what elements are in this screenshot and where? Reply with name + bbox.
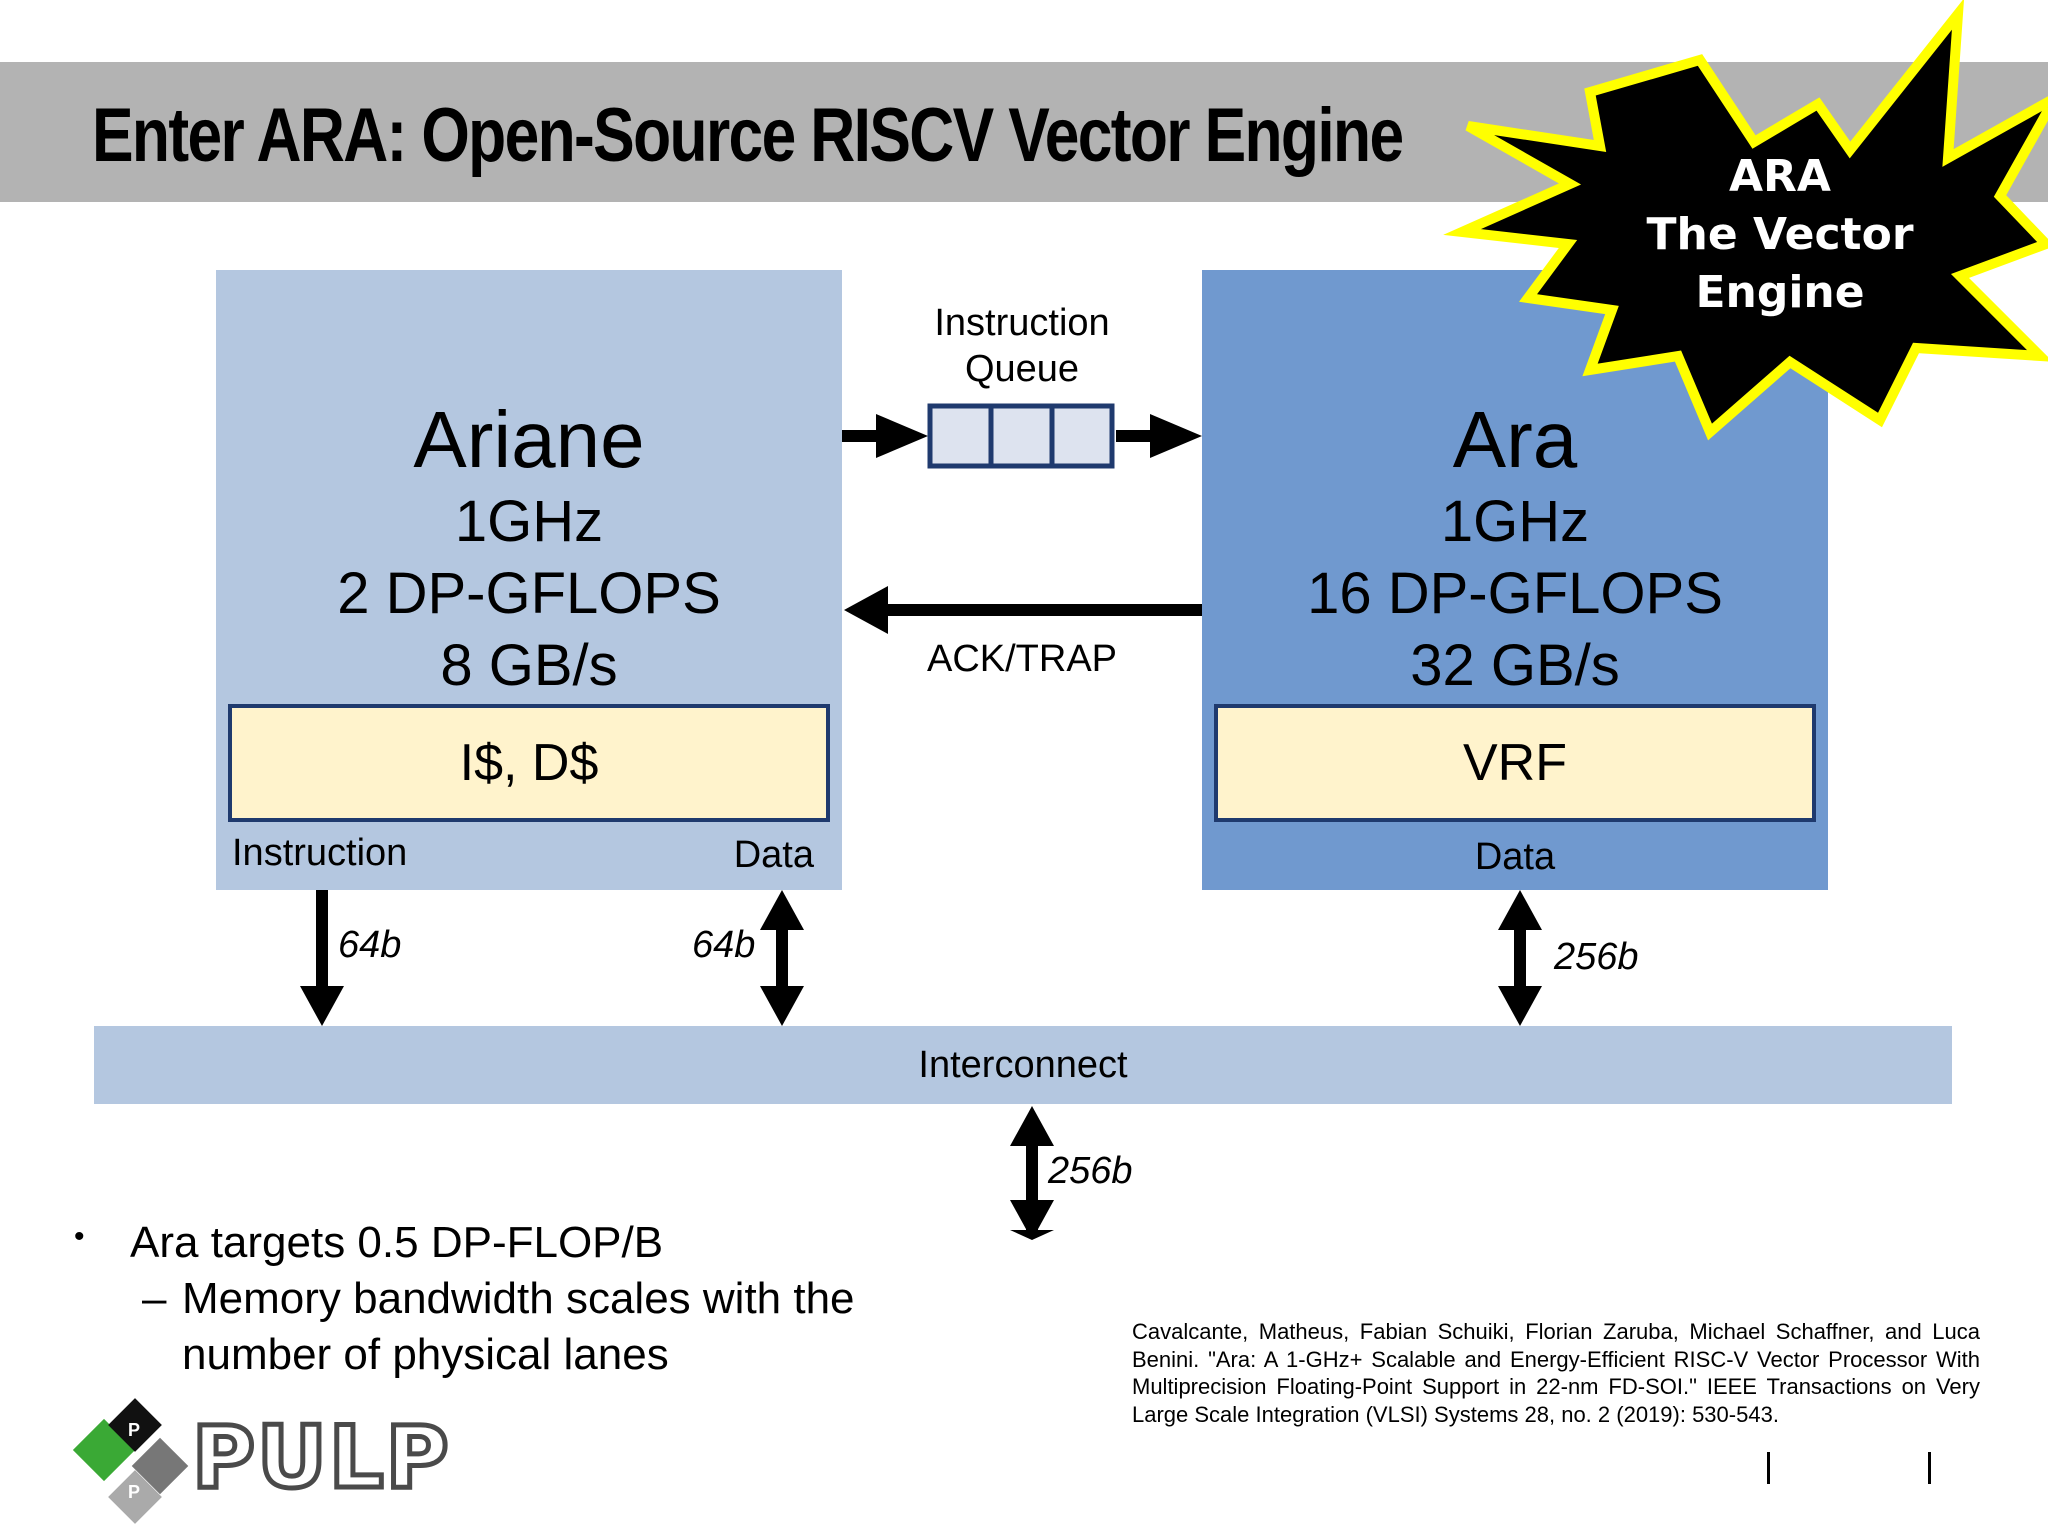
footer-divider-right [1928,1452,1931,1484]
ariane-instruction-width: 64b [338,924,402,966]
memory-width: 256b [1048,1150,1133,1192]
footer-divider-left [1767,1452,1770,1484]
pulp-logo-text: PULP [190,1406,452,1511]
citation: Cavalcante, Matheus, Fabian Schuiki, Flo… [1132,1319,1980,1427]
ara-flops: 16 DP-GFLOPS [1307,561,1723,626]
issue-arrow-right [1116,414,1202,458]
slide-title: Enter ARA: Open-Source RISCV Vector Engi… [92,93,1404,178]
starburst-line1: ARA [1729,151,1831,202]
pulp-logo-mark-p2: P [128,1482,141,1502]
ariane-data-width: 64b [692,924,756,966]
ariane-frequency: 1GHz [454,489,604,554]
ariane-flops: 2 DP-GFLOPS [337,561,721,626]
ariane-bandwidth: 8 GB/s [440,633,618,698]
starburst-line3: Engine [1695,267,1865,318]
ara-port-data: Data [1474,836,1556,878]
issue-arrow-left [842,414,928,458]
ara-frequency: 1GHz [1440,489,1590,554]
ara-name: Ara [1452,395,1578,484]
instruction-queue-label-line2: Queue [964,348,1080,390]
ara-data-arrow [1498,890,1542,1026]
starburst-label: ARA The Vector Engine [1580,148,1980,322]
bullet-main: Ara targets 0.5 DP-FLOP/B [130,1218,664,1267]
ack-trap-arrow [844,586,1202,634]
pulp-logo-mark-p1: P [128,1420,141,1440]
starburst-badge [1443,0,2048,441]
ariane-data-arrow [760,890,804,1026]
sub-bullet-dash: – [142,1274,167,1323]
sub-bullet-line2: number of physical lanes [182,1330,669,1379]
starburst-line2: The Vector [1646,209,1914,260]
bullet-dot: • [74,1220,85,1253]
ariane-port-instruction: Instruction [232,832,408,874]
ariane-cache: I$, D$ [228,704,830,822]
ariane-instruction-arrow [300,890,344,1026]
ariane-port-data: Data [733,834,814,876]
instruction-queue [927,403,1115,469]
sub-bullet-line1: Memory bandwidth scales with the [182,1274,855,1323]
pulp-logo-mark [72,1398,189,1524]
ara-bandwidth: 32 GB/s [1410,633,1620,698]
instruction-queue-label-line1: Instruction [934,302,1110,344]
ariane-block: Ariane 1GHz 2 DP-GFLOPS 8 GB/s I$, D$ In… [216,270,842,890]
instruction-queue-label: Instruction Queue [892,300,1152,392]
memory-arrow [1010,1106,1054,1240]
ariane-name: Ariane [413,395,645,484]
ara-vrf: VRF [1214,704,1816,822]
ack-trap-label: ACK/TRAP [926,638,1118,680]
ara-data-width: 256b [1554,936,1639,978]
interconnect-bar: Interconnect [94,1026,1952,1104]
